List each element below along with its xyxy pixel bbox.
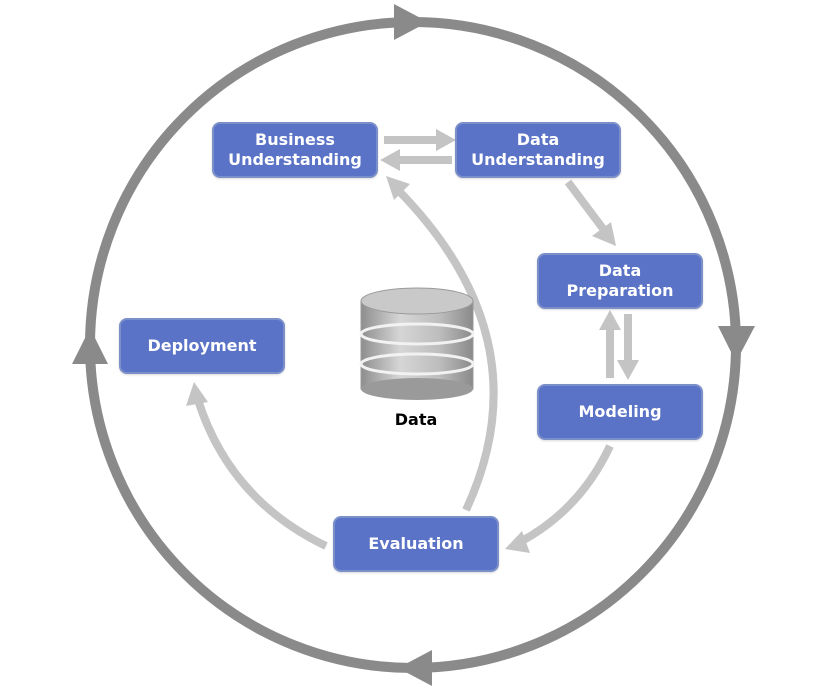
modeling-label: Modeling xyxy=(578,402,662,421)
node-deployment: Deployment xyxy=(119,318,285,374)
data-preparation-line1: Data xyxy=(598,261,642,280)
node-business-understanding: Business Understanding xyxy=(212,122,378,178)
inner-arrows xyxy=(186,129,639,553)
outer-arrow-bottom xyxy=(398,650,432,686)
outer-arrow-right xyxy=(718,326,755,362)
database-icon xyxy=(359,287,475,400)
outer-arrow-left xyxy=(72,328,108,364)
arrow-data-understanding-to-preparation xyxy=(564,179,616,246)
node-modeling: Modeling xyxy=(537,384,703,440)
database-label: Data xyxy=(394,410,438,429)
evaluation-label: Evaluation xyxy=(368,534,464,553)
node-data-preparation: Data Preparation xyxy=(537,253,703,309)
arrow-business-to-data-understanding xyxy=(384,129,456,151)
arrow-modeling-to-preparation xyxy=(599,310,621,378)
data-understanding-line2: Understanding xyxy=(471,150,605,169)
outer-cycle xyxy=(72,4,755,686)
node-data-understanding: Data Understanding xyxy=(455,122,621,178)
node-evaluation: Evaluation xyxy=(333,516,499,572)
arrow-data-understanding-to-business xyxy=(380,149,452,171)
business-understanding-line1: Business xyxy=(255,130,335,149)
data-preparation-line2: Preparation xyxy=(566,281,674,300)
arrow-evaluation-to-business xyxy=(386,176,498,512)
outer-arrow-top xyxy=(394,4,428,40)
arrow-preparation-to-modeling xyxy=(617,314,639,380)
arrow-evaluation-to-deployment xyxy=(186,382,328,550)
business-understanding-line2: Understanding xyxy=(228,150,362,169)
deployment-label: Deployment xyxy=(147,336,257,355)
data-understanding-line1: Data xyxy=(516,130,560,149)
arrow-modeling-to-evaluation xyxy=(505,444,614,553)
